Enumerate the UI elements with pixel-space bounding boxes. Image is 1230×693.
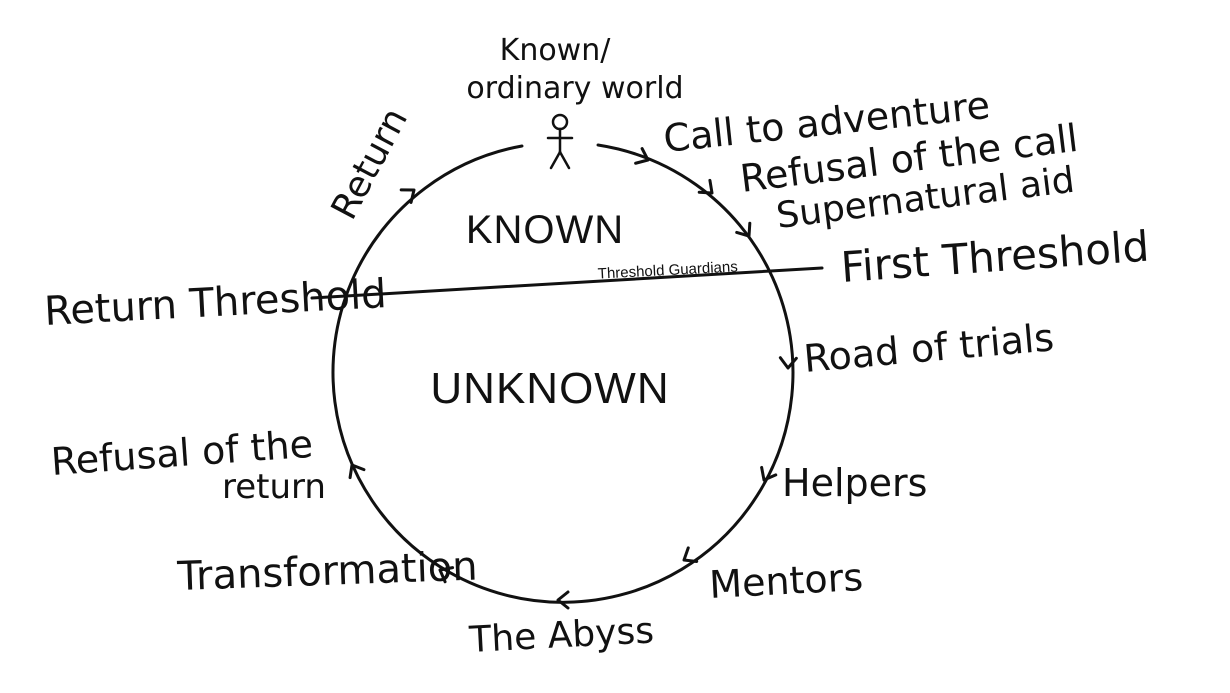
- stage-return-threshold: Return Threshold: [43, 271, 388, 335]
- inner-unknown-label: UNKNOWN: [430, 364, 669, 413]
- arrow-refusal-of-the-call-icon: [697, 178, 714, 195]
- threshold-guardians-label: Threshold Guardians: [597, 258, 738, 282]
- threshold-line: [310, 266, 824, 300]
- stage-road-of-trials: Road of trials: [802, 315, 1056, 381]
- arrow-the-abyss-icon: [556, 590, 570, 610]
- arrow-road-of-trials-icon: [778, 356, 798, 370]
- arrow-transformation-icon: [438, 566, 455, 584]
- inner-known-label: KNOWN: [466, 208, 624, 252]
- arrow-call-to-adventure-icon: [634, 147, 650, 165]
- stage-transformation: Transformation: [176, 544, 479, 600]
- top-label-line2: ordinary world: [466, 71, 683, 106]
- arrow-supernatural-aid-icon: [735, 221, 752, 238]
- stage-refusal-of-the-return-line2: return: [222, 467, 326, 507]
- stage-mentors: Mentors: [708, 555, 864, 607]
- hero-stick-figure-icon: [546, 113, 574, 170]
- stage-first-threshold: First Threshold: [839, 222, 1150, 292]
- arrow-helpers-icon: [760, 465, 778, 482]
- arrow-refusal-of-the-return-icon: [348, 463, 366, 480]
- stage-helpers: Helpers: [782, 461, 927, 505]
- arrow-mentors-icon: [682, 546, 699, 563]
- arrow-return-icon: [399, 188, 416, 204]
- top-label-line1: Known/: [500, 33, 612, 68]
- stage-the-abyss: The Abyss: [467, 610, 655, 661]
